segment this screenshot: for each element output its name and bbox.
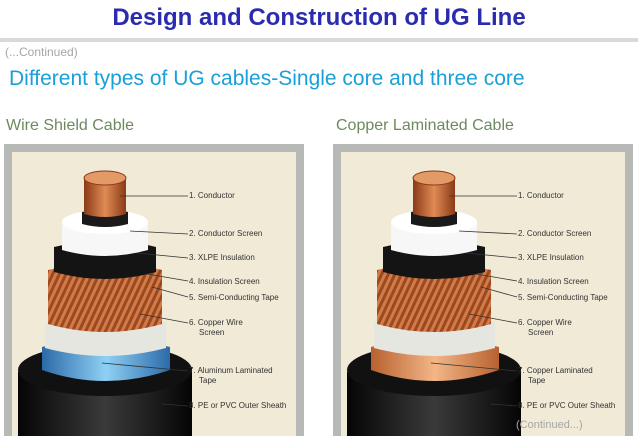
conductor	[84, 174, 126, 217]
wire-shield-cable-panel: 1. Conductor 2. Conductor Screen 3. XLPE…	[4, 144, 304, 436]
continued-note-bottom: (Continued...)	[516, 419, 583, 431]
label-outer-sheath: 8. PE or PVC Outer Sheath	[518, 401, 616, 410]
conductor	[413, 174, 455, 217]
wire-shield-cable-diagram	[18, 170, 192, 436]
panel-title-copper-laminated: Copper Laminated Cable	[336, 117, 514, 134]
copper-wire-screen	[377, 263, 491, 332]
label-copper-wire-screen: Screen	[528, 328, 554, 337]
panel-title-wire-shield: Wire Shield Cable	[6, 117, 135, 134]
label-copper-wire: 6. Copper Wire	[518, 318, 572, 327]
label-xlpe-insulation: 3. XLPE Insulation	[189, 253, 255, 262]
slide-title: Design and Construction of UG Line	[112, 4, 526, 31]
copper-laminated-cable-panel: 1. Conductor 2. Conductor Screen 3. XLPE…	[333, 144, 633, 436]
continued-note-top: (...Continued)	[5, 45, 78, 59]
label-semi-conducting-tape: 5. Semi-Conducting Tape	[189, 293, 279, 302]
label-conductor-screen: 2. Conductor Screen	[518, 229, 592, 238]
label-semi-conducting-tape: 5. Semi-Conducting Tape	[518, 293, 608, 302]
copper-wire-screen	[48, 263, 162, 332]
label-conductor: 1. Conductor	[518, 191, 564, 200]
label-insulation-screen: 4. Insulation Screen	[189, 277, 260, 286]
wire-shield-cable-illustration: 1. Conductor 2. Conductor Screen 3. XLPE…	[12, 152, 296, 436]
label-xlpe-insulation: 3. XLPE Insulation	[518, 253, 584, 262]
label-copper-wire: 6. Copper Wire	[189, 318, 243, 327]
label-conductor-screen: 2. Conductor Screen	[189, 229, 263, 238]
title-divider	[0, 38, 638, 42]
label-copper-laminated: 7. Copper Laminated	[518, 366, 593, 375]
label-copper-wire-screen: Screen	[199, 328, 225, 337]
copper-laminated-cable-illustration: 1. Conductor 2. Conductor Screen 3. XLPE…	[341, 152, 625, 436]
label-conductor: 1. Conductor	[189, 191, 235, 200]
label-aluminum-laminated: 7. Aluminum Laminated	[189, 366, 273, 375]
label-copper-tape: Tape	[528, 376, 546, 385]
label-outer-sheath: 8. PE or PVC Outer Sheath	[189, 401, 287, 410]
slide-subtitle: Different types of UG cables-Single core…	[9, 67, 525, 90]
copper-laminated-cable-diagram	[347, 170, 521, 436]
label-aluminum-tape: Tape	[199, 376, 217, 385]
label-insulation-screen: 4. Insulation Screen	[518, 277, 589, 286]
